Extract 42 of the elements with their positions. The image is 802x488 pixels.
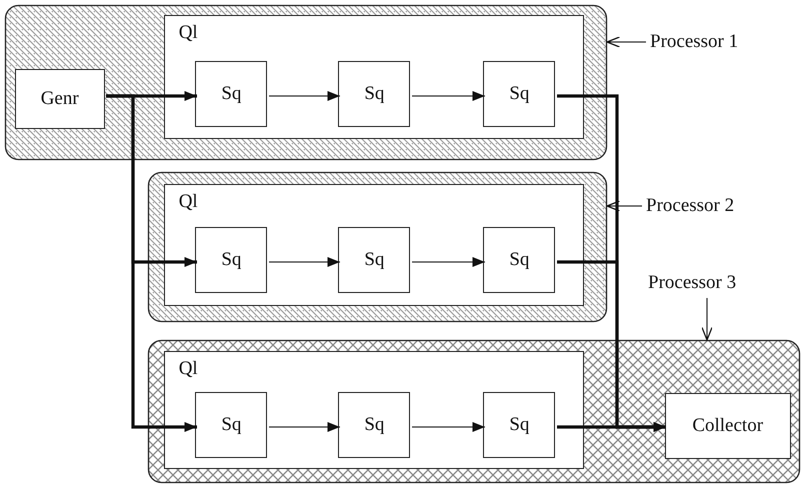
box-heading: Ql bbox=[178, 358, 198, 380]
box-label: Sq bbox=[221, 249, 242, 272]
arrow bbox=[412, 91, 486, 101]
process-box bbox=[195, 392, 268, 458]
leader-line bbox=[701, 298, 713, 341]
arrow bbox=[412, 257, 486, 267]
box-label: Collector bbox=[692, 414, 764, 437]
process-box bbox=[14, 68, 105, 129]
box-label: Sq bbox=[364, 249, 384, 272]
box-label: Sq bbox=[509, 83, 530, 106]
process-box bbox=[664, 392, 791, 459]
box-label: Sq bbox=[509, 414, 530, 436]
process-box bbox=[338, 61, 410, 128]
processor-label: Processor 2 bbox=[646, 195, 734, 216]
process-box bbox=[195, 227, 268, 294]
processor-label: Processor 1 bbox=[650, 31, 738, 52]
queue-box bbox=[164, 350, 584, 469]
queue-box bbox=[164, 184, 584, 306]
box-label: Sq bbox=[221, 83, 242, 106]
box-label: Sq bbox=[364, 414, 384, 436]
process-box bbox=[338, 227, 410, 294]
process-box bbox=[483, 227, 556, 294]
queue-box bbox=[164, 14, 584, 139]
process-box bbox=[483, 61, 556, 128]
box-label: Genr bbox=[40, 88, 79, 110]
arrow bbox=[268, 91, 340, 101]
leader-line bbox=[606, 200, 642, 212]
arrow bbox=[106, 94, 197, 432]
box-heading: Ql bbox=[178, 190, 198, 213]
arrow bbox=[268, 422, 340, 432]
box-label: Sq bbox=[221, 414, 242, 436]
box-label: Sq bbox=[509, 249, 530, 272]
leader-line bbox=[606, 36, 646, 48]
box-heading: Ql bbox=[178, 22, 198, 44]
arrow bbox=[412, 422, 486, 432]
processor-label: Processor 3 bbox=[648, 272, 736, 293]
process-box bbox=[338, 392, 410, 458]
arrow bbox=[268, 257, 340, 267]
arrow bbox=[557, 422, 666, 432]
process-box bbox=[483, 392, 556, 458]
process-box bbox=[195, 61, 268, 128]
box-label: Sq bbox=[364, 83, 384, 106]
